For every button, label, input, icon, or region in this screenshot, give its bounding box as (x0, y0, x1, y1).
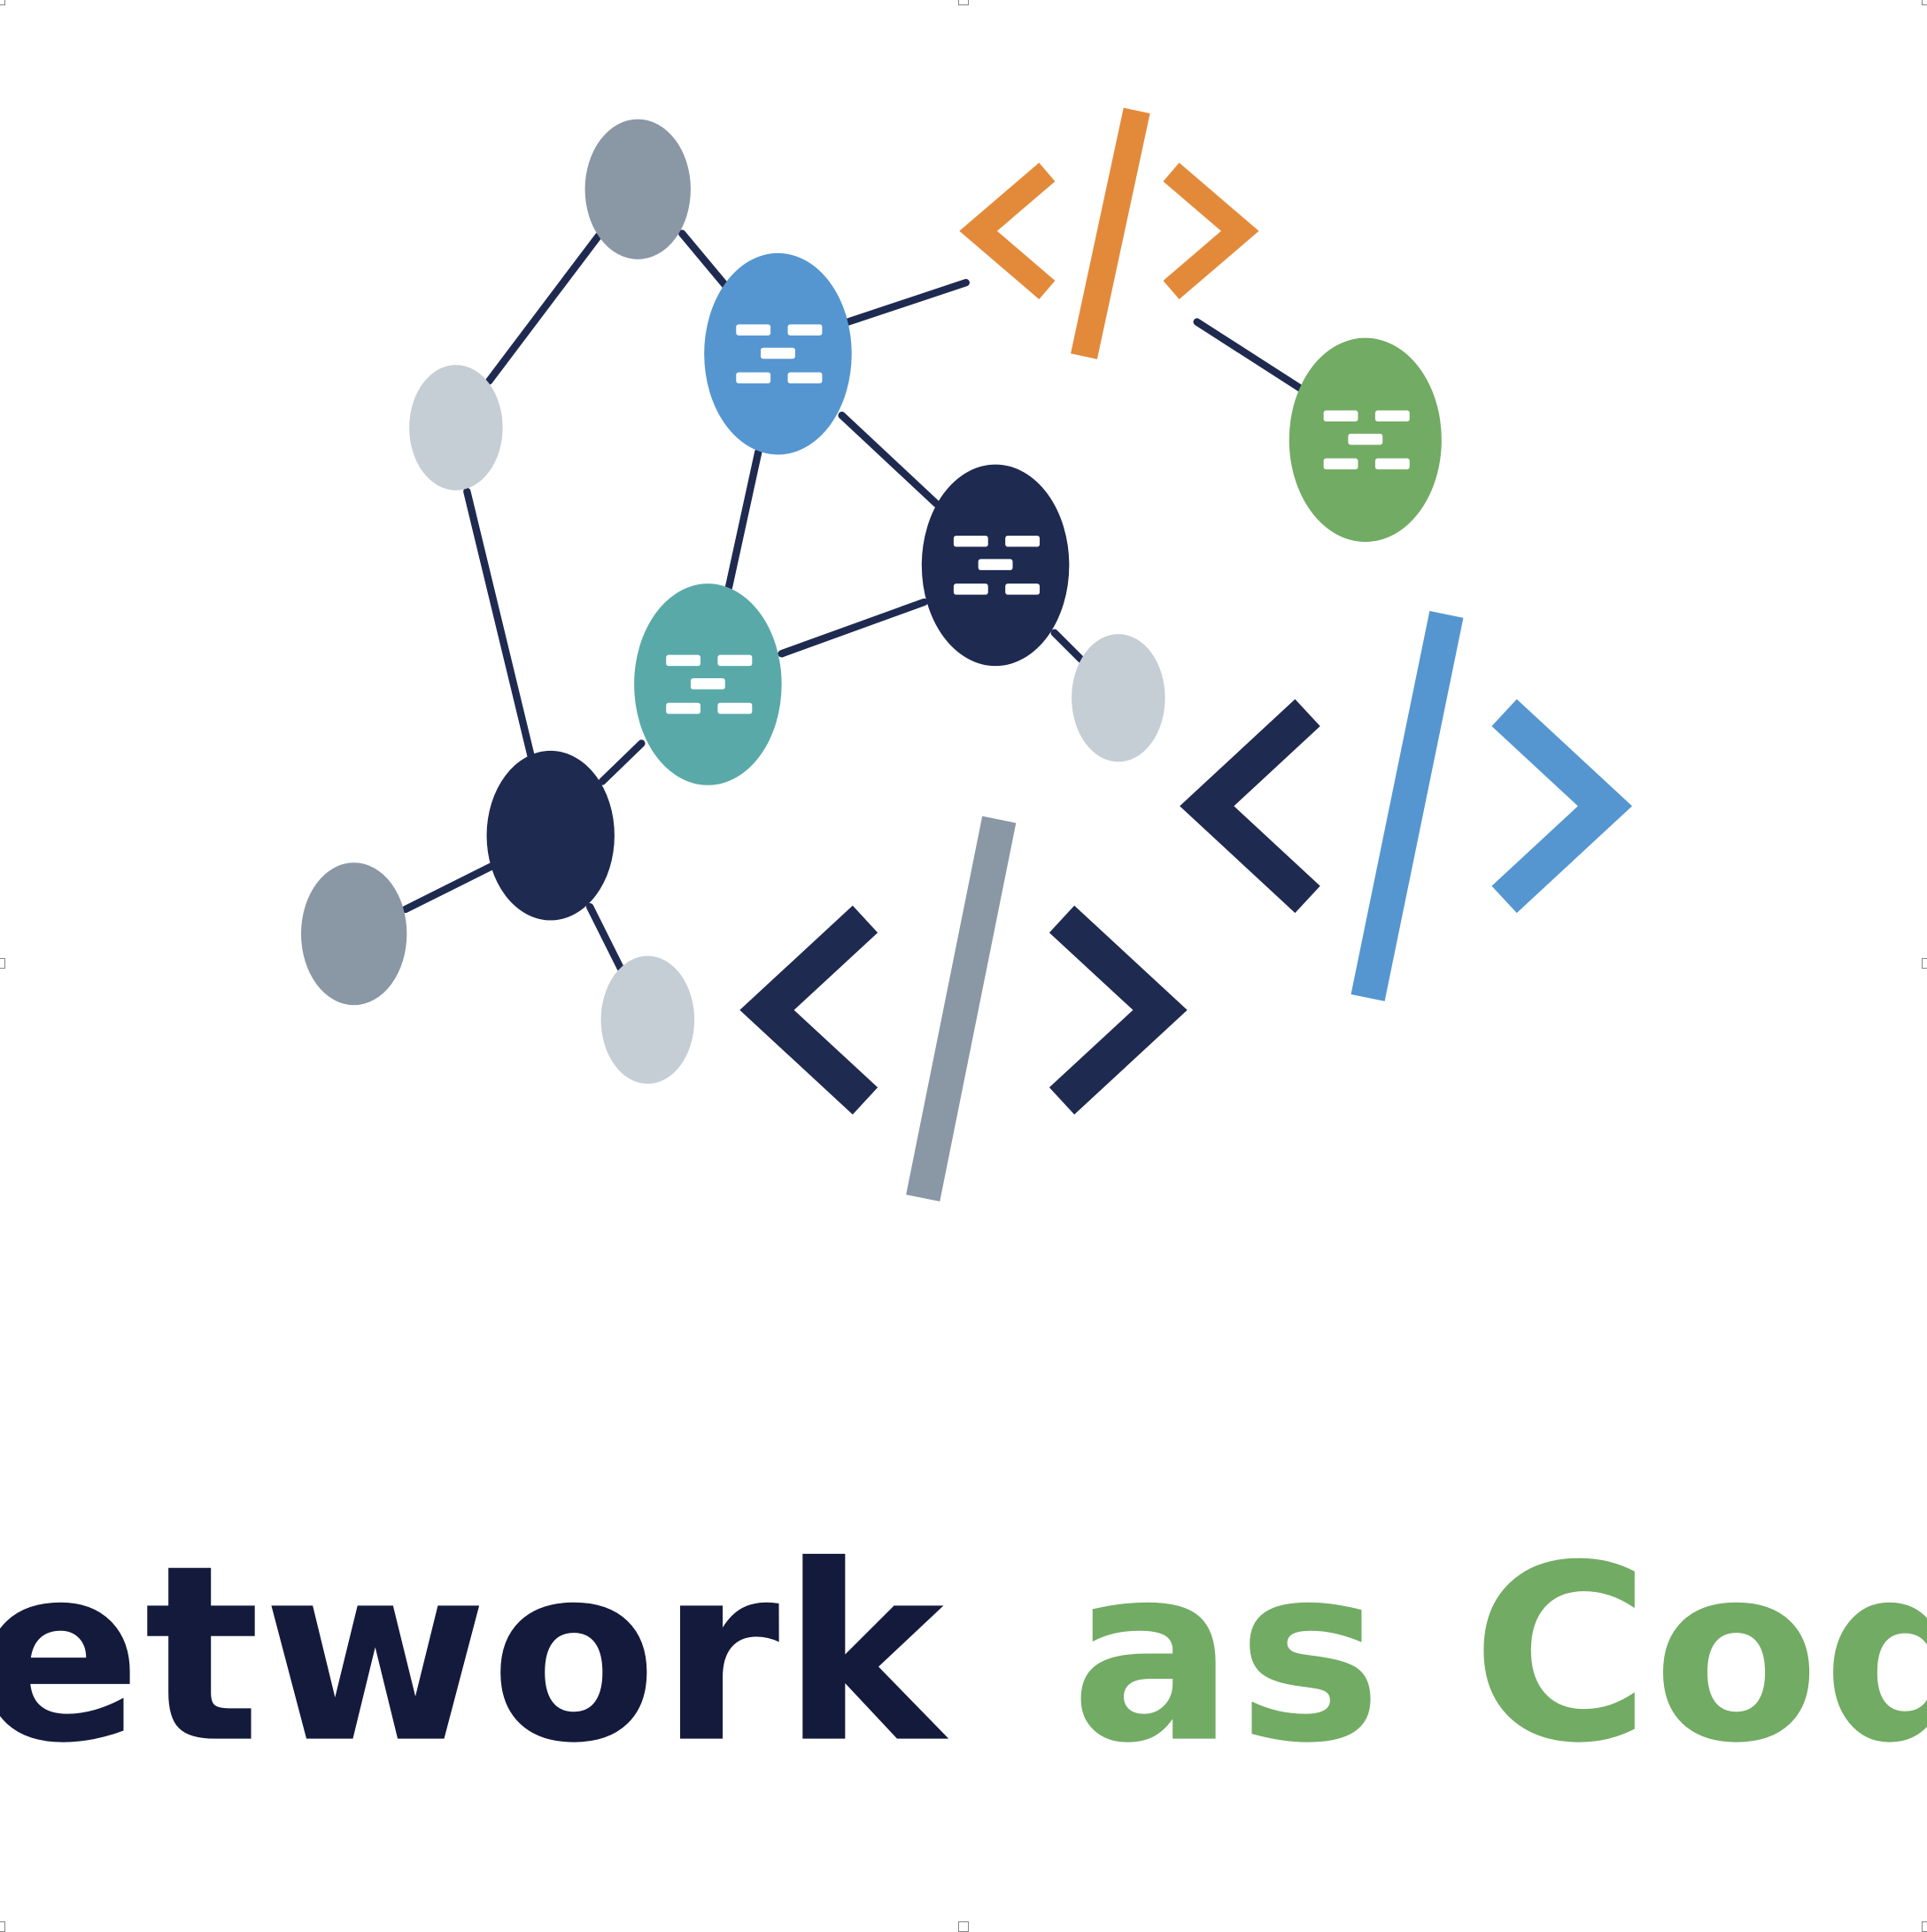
switch-glyphs (666, 324, 1410, 715)
resize-handle-left[interactable] (0, 958, 5, 969)
switch-icon (953, 536, 1041, 595)
node-gray (584, 119, 691, 259)
network-links (401, 229, 1304, 972)
resize-handle-bottom-left[interactable] (0, 1921, 5, 1932)
resize-handle-top-right[interactable] (1922, 0, 1927, 5)
node-light-gray-bottom (600, 955, 695, 1084)
switch-icon (1323, 410, 1410, 470)
node-navy-small (486, 750, 615, 921)
code-tag-navy (739, 815, 1188, 1202)
code-tag-orange (959, 107, 1259, 359)
node-light-gray (409, 365, 503, 491)
code-tag-blue (1180, 610, 1633, 1001)
switch-icon (736, 324, 823, 383)
resize-handle-bottom[interactable] (958, 1921, 969, 1932)
resize-handle-right[interactable] (1922, 958, 1927, 969)
node-light-gray-right (1072, 634, 1165, 762)
title-as-code: as Code (1071, 1513, 1927, 1797)
node-gray-left (301, 862, 407, 1006)
resize-handle-bottom-right[interactable] (1922, 1921, 1927, 1932)
title-network: Network (0, 1513, 949, 1797)
switch-icon (666, 654, 753, 715)
logo-title: Network as Code (0, 1513, 1927, 1797)
resize-handle-top[interactable] (958, 0, 969, 5)
resize-handle-top-left[interactable] (0, 0, 5, 5)
network-nodes (301, 119, 1442, 1084)
